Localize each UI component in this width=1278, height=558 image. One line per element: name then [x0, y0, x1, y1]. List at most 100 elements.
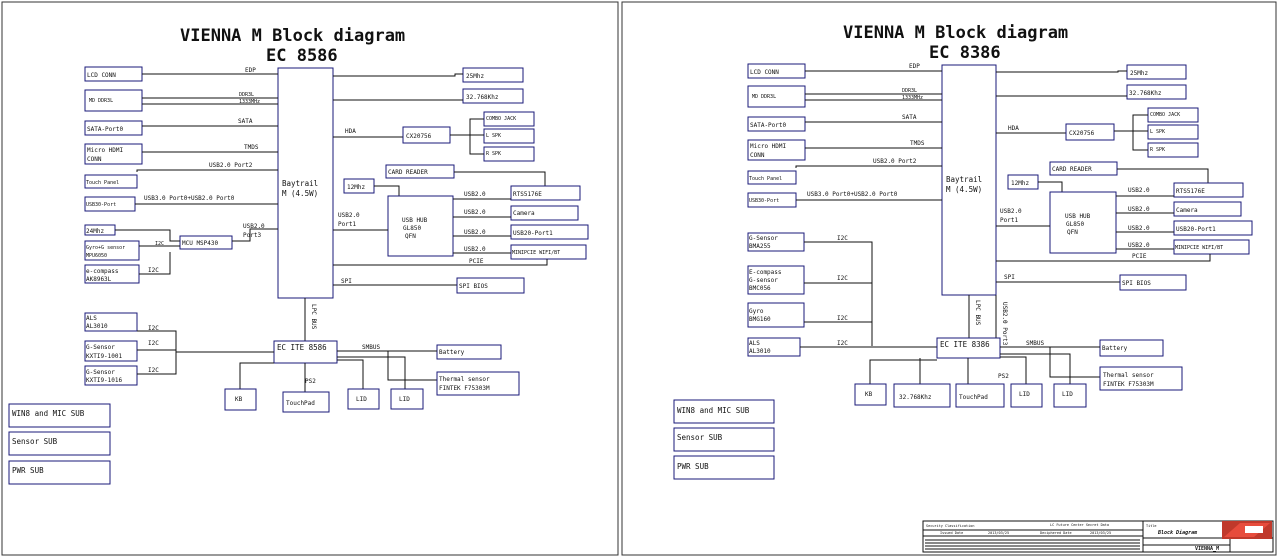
right-ecompass-label1: E-compass [749, 269, 782, 276]
left-ecompass-label1: e-compass [86, 268, 119, 275]
left-cx20756-label: CX20756 [406, 133, 432, 140]
left-usb-hub-label1: USB HUB [402, 217, 428, 224]
left-usb20-d: USB2.0 [464, 246, 486, 253]
right-title: VIENNA M Block diagram [843, 23, 1068, 43]
left-md-ddr3l [84, 89, 143, 112]
left-title: VIENNA M Block diagram [180, 26, 405, 46]
left-als-label2: AL3010 [86, 323, 108, 330]
title-block-diagram: Block Diagram [1157, 530, 1197, 536]
right-spi-bios-label: SPI BIOS [1122, 280, 1151, 287]
left-sata-port0 [84, 120, 143, 136]
right-win8-label: WIN8 and MIC SUB [677, 406, 750, 415]
title-vienna-m: VIENNA_M [1195, 546, 1219, 552]
right-thermal-label2: FINTEK F75303M [1103, 381, 1154, 388]
right-usb20-b: USB2.0 [1128, 206, 1150, 213]
right-cpu-label-2: M (4.5W) [946, 185, 982, 194]
right-usb20-d: USB2.0 [1128, 242, 1150, 249]
right-lid-1 [1010, 383, 1043, 408]
right-sensor-sub-label: Sensor SUB [677, 433, 723, 442]
left-cpu-label-2: M (4.5W) [282, 189, 318, 198]
left-gsensor-1016 [84, 365, 138, 386]
right-i2c-3: I2C [837, 315, 848, 322]
left-ps2-label: PS2 [305, 378, 316, 385]
right-gyro-label2: BMG160 [749, 316, 771, 323]
right-25mhz [1126, 64, 1187, 80]
right-gsensor-label2: BMA255 [749, 243, 771, 250]
left-kb [224, 388, 257, 411]
right-micro-hdmi [747, 139, 806, 161]
left-camera [510, 205, 579, 221]
right-minipcie-label: MINIPCIE WIFI/BT [1175, 245, 1223, 251]
left-spi-bios-label: SPI BIOS [459, 283, 488, 290]
right-ecompass-label3: BMC056 [749, 285, 771, 292]
right-lid-2 [1053, 383, 1087, 408]
left-battery-label: Battery [439, 349, 465, 356]
left-spi-label: SPI [341, 278, 352, 285]
left-i2c-gs2: I2C [148, 367, 159, 374]
right-i2c-4: I2C [837, 340, 848, 347]
right-als-label1: ALS [749, 340, 760, 347]
left-usb-hub [387, 195, 454, 257]
right-usb20-port1-box [1173, 220, 1253, 236]
right-kb-label: KB [865, 391, 873, 398]
left-md-ddr3l-label: MD DDR3L [89, 98, 113, 104]
right-gyro [747, 302, 805, 328]
left-battery [436, 344, 502, 360]
left-usb30-bus-label: USB3.0 Port0+USB2.0 Port0 [144, 195, 235, 202]
right-spi-label: SPI [1004, 274, 1015, 281]
left-gyro-label2: MPU6050 [86, 253, 107, 259]
left-25mhz-label: 25Mhz [466, 73, 484, 80]
right-als-label2: AL3010 [749, 348, 771, 355]
right-usb20-port1-a: USB2.0 [1000, 208, 1022, 215]
left-12mhz-label: 12Mhz [347, 184, 365, 191]
left-touch-panel-label: Touch Panel [86, 180, 119, 186]
left-sheet-frame [1, 1, 619, 556]
right-sata-port0 [747, 116, 806, 132]
right-battery-label: Battery [1102, 345, 1128, 352]
right-cx20756 [1065, 123, 1115, 141]
right-battery [1099, 339, 1164, 357]
right-thermal-label1: Thermal sensor [1103, 372, 1154, 379]
right-smbus-label: SMBUS [1026, 340, 1044, 347]
right-touchpad [955, 383, 1005, 408]
right-lid1-label: LID [1019, 391, 1030, 398]
right-rspk-label: R SPK [1150, 147, 1165, 153]
right-tmds-label: TMDS [910, 140, 925, 147]
left-mcu-msp430 [179, 235, 233, 250]
right-gyro-label1: Gyro [749, 308, 764, 315]
right-ec-label: EC ITE 8386 [940, 340, 990, 349]
left-thermal-label2: FINTEK F75303M [439, 385, 490, 392]
right-25mhz-label: 25Mhz [1130, 70, 1148, 77]
left-i2c-mcu: I2C [155, 241, 164, 247]
right-usb30-port-label: USB30-Port [749, 198, 779, 204]
left-ddr3l-speed1: DDR3L [239, 92, 254, 98]
right-ecompass [747, 265, 805, 295]
right-rts5176e-label: RTS5176E [1176, 188, 1205, 195]
right-pcie-label: PCIE [1132, 253, 1147, 260]
left-lspk-label: L SPK [486, 133, 501, 139]
left-micro-hdmi-label2: CONN [87, 156, 102, 163]
title-security: Security Classification [926, 524, 974, 528]
right-usb30-bus-label: USB3.0 Port0+USB2.0 Port0 [807, 191, 898, 198]
left-usb-hub-label2: GL850 [403, 225, 421, 232]
right-ps2-label: PS2 [998, 373, 1009, 380]
left-baytrail-cpu [277, 67, 334, 299]
left-rts5176e-label: RTS5176E [513, 191, 542, 198]
left-32khz [462, 88, 524, 104]
left-sata-label: SATA [238, 118, 253, 125]
right-micro-hdmi-label2: CONN [750, 152, 765, 159]
left-rspk-label: R SPK [486, 151, 501, 157]
right-usb-hub-label2: GL850 [1066, 221, 1084, 228]
right-touch-panel [747, 170, 797, 185]
right-md-ddr3l [747, 85, 806, 108]
right-lpc-bus-label: LPC BUS [974, 300, 981, 326]
left-usb20-port1-b: Port1 [338, 221, 356, 228]
left-usb20-c: USB2.0 [464, 229, 486, 236]
right-md-ddr3l-label: MD DDR3L [752, 94, 776, 100]
left-minipcie-label: MINIPCIE WIFI/BT [512, 250, 560, 256]
right-usb20-port1-b: Port1 [1000, 217, 1018, 224]
left-pcie-label: PCIE [469, 258, 484, 265]
left-touchpad-label: TouchPad [286, 400, 315, 407]
title-title: Title [1146, 524, 1157, 528]
